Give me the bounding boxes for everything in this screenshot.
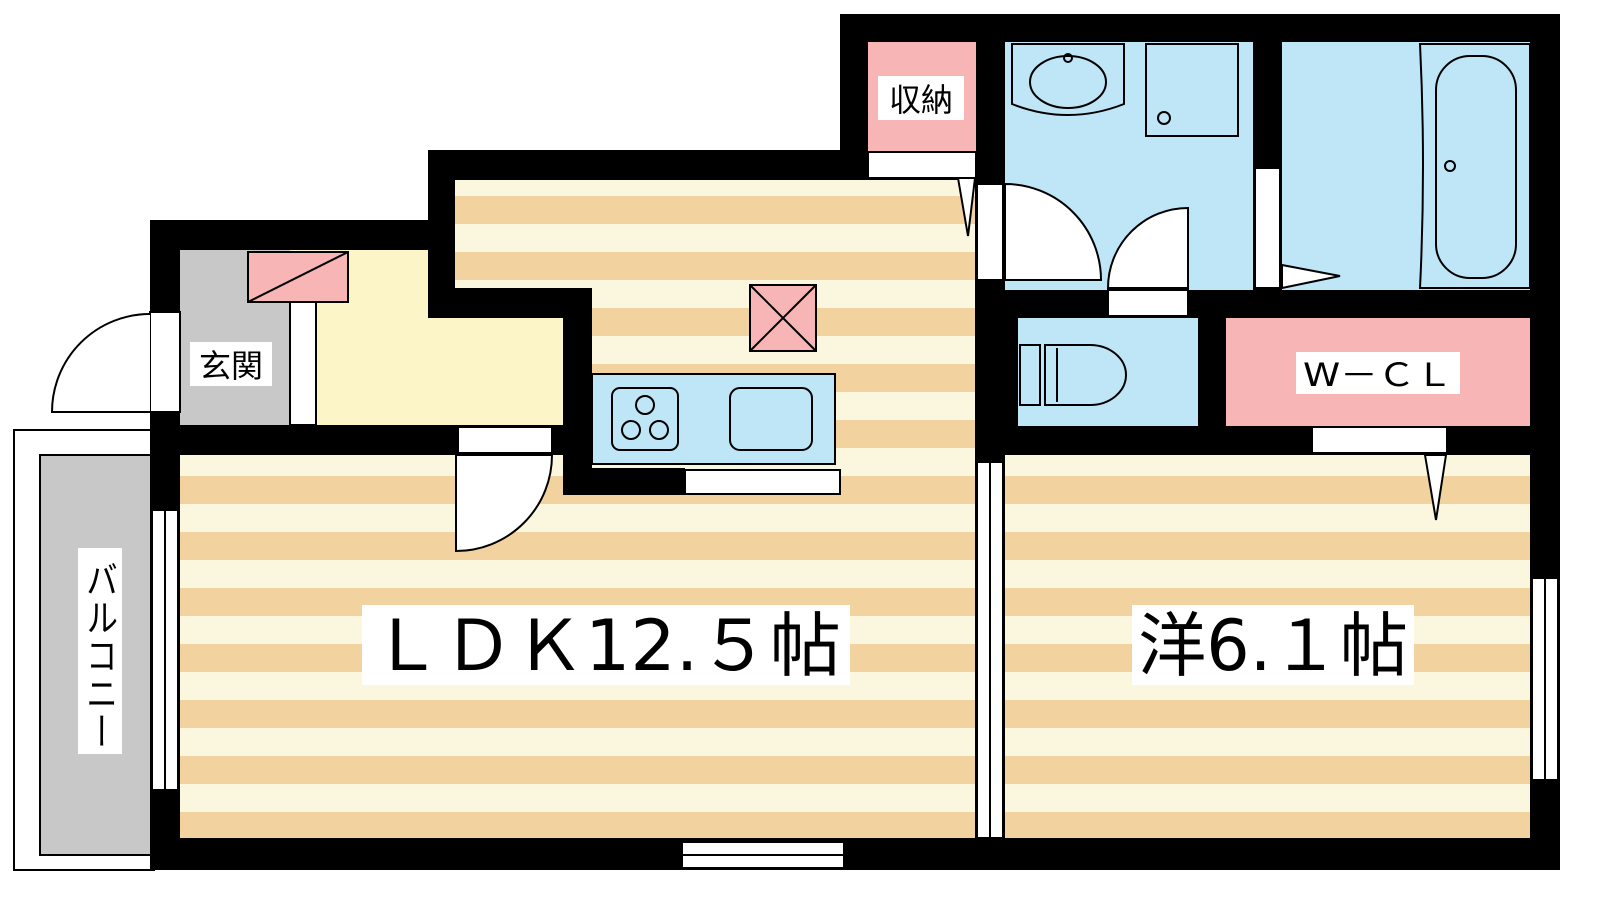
storage-door-strip — [867, 151, 977, 179]
storage-label: 収納 — [889, 81, 953, 119]
hall-kitchen-wall — [428, 288, 685, 495]
entrance-label: 玄関 — [199, 347, 263, 385]
washing-machine-drain — [1157, 111, 1171, 125]
fridge-x-2 — [749, 284, 817, 352]
shoe-cabinet-diagonal — [247, 251, 349, 303]
closet-door-opening — [1311, 426, 1448, 454]
front-door-swing — [50, 313, 151, 413]
toilet-door-opening — [1107, 289, 1189, 317]
bathtub-drain — [1444, 160, 1456, 172]
ldk-door-opening — [457, 426, 553, 454]
entrance-label-bg — [190, 342, 272, 386]
toilet-closet-wall — [1198, 318, 1226, 426]
storage-label-bg — [878, 76, 964, 120]
toilet-door-swing — [1106, 206, 1189, 289]
hall-step-post — [289, 301, 317, 426]
washroom-door-swing — [1004, 182, 1103, 281]
walk-in-closet-label: W－ＣＬ — [1303, 356, 1453, 394]
storage-door-triangle — [956, 177, 977, 237]
bathroom-door-opening — [1254, 167, 1281, 289]
western-room-label: 洋6.１帖 — [1138, 605, 1408, 687]
bathroom-door-triangle — [1281, 263, 1341, 290]
ldk-label: ＬＤＫ12.５帖 — [371, 605, 841, 687]
front-door-opening — [149, 311, 181, 413]
toilet-tank — [1019, 344, 1041, 406]
kitchen-sink — [729, 387, 813, 451]
western-label-bg — [1132, 605, 1414, 685]
wet-area-bottom-wall — [1005, 290, 1530, 318]
closet-door-triangle — [1423, 454, 1448, 521]
toilet-bowl — [1044, 344, 1127, 406]
washroom-door-opening — [976, 183, 1004, 281]
washing-machine — [1145, 43, 1239, 137]
closet-label-bg — [1296, 352, 1460, 394]
balcony-label: バルコニー — [81, 560, 119, 750]
bathtub-basin — [1435, 55, 1517, 279]
kitchen-shelf — [684, 469, 841, 495]
stove-burner-2 — [621, 420, 641, 440]
ldk-door-swing — [455, 454, 554, 553]
balcony-label-bg — [78, 548, 122, 754]
stove-burner-3 — [649, 420, 669, 440]
wash-basin-bowl — [1029, 55, 1107, 109]
ldk-label-bg — [362, 605, 850, 685]
stove — [611, 387, 679, 451]
entrance-hall-floor — [290, 250, 563, 425]
wash-basin-faucet — [1063, 53, 1073, 63]
stove-burner-1 — [635, 395, 655, 415]
